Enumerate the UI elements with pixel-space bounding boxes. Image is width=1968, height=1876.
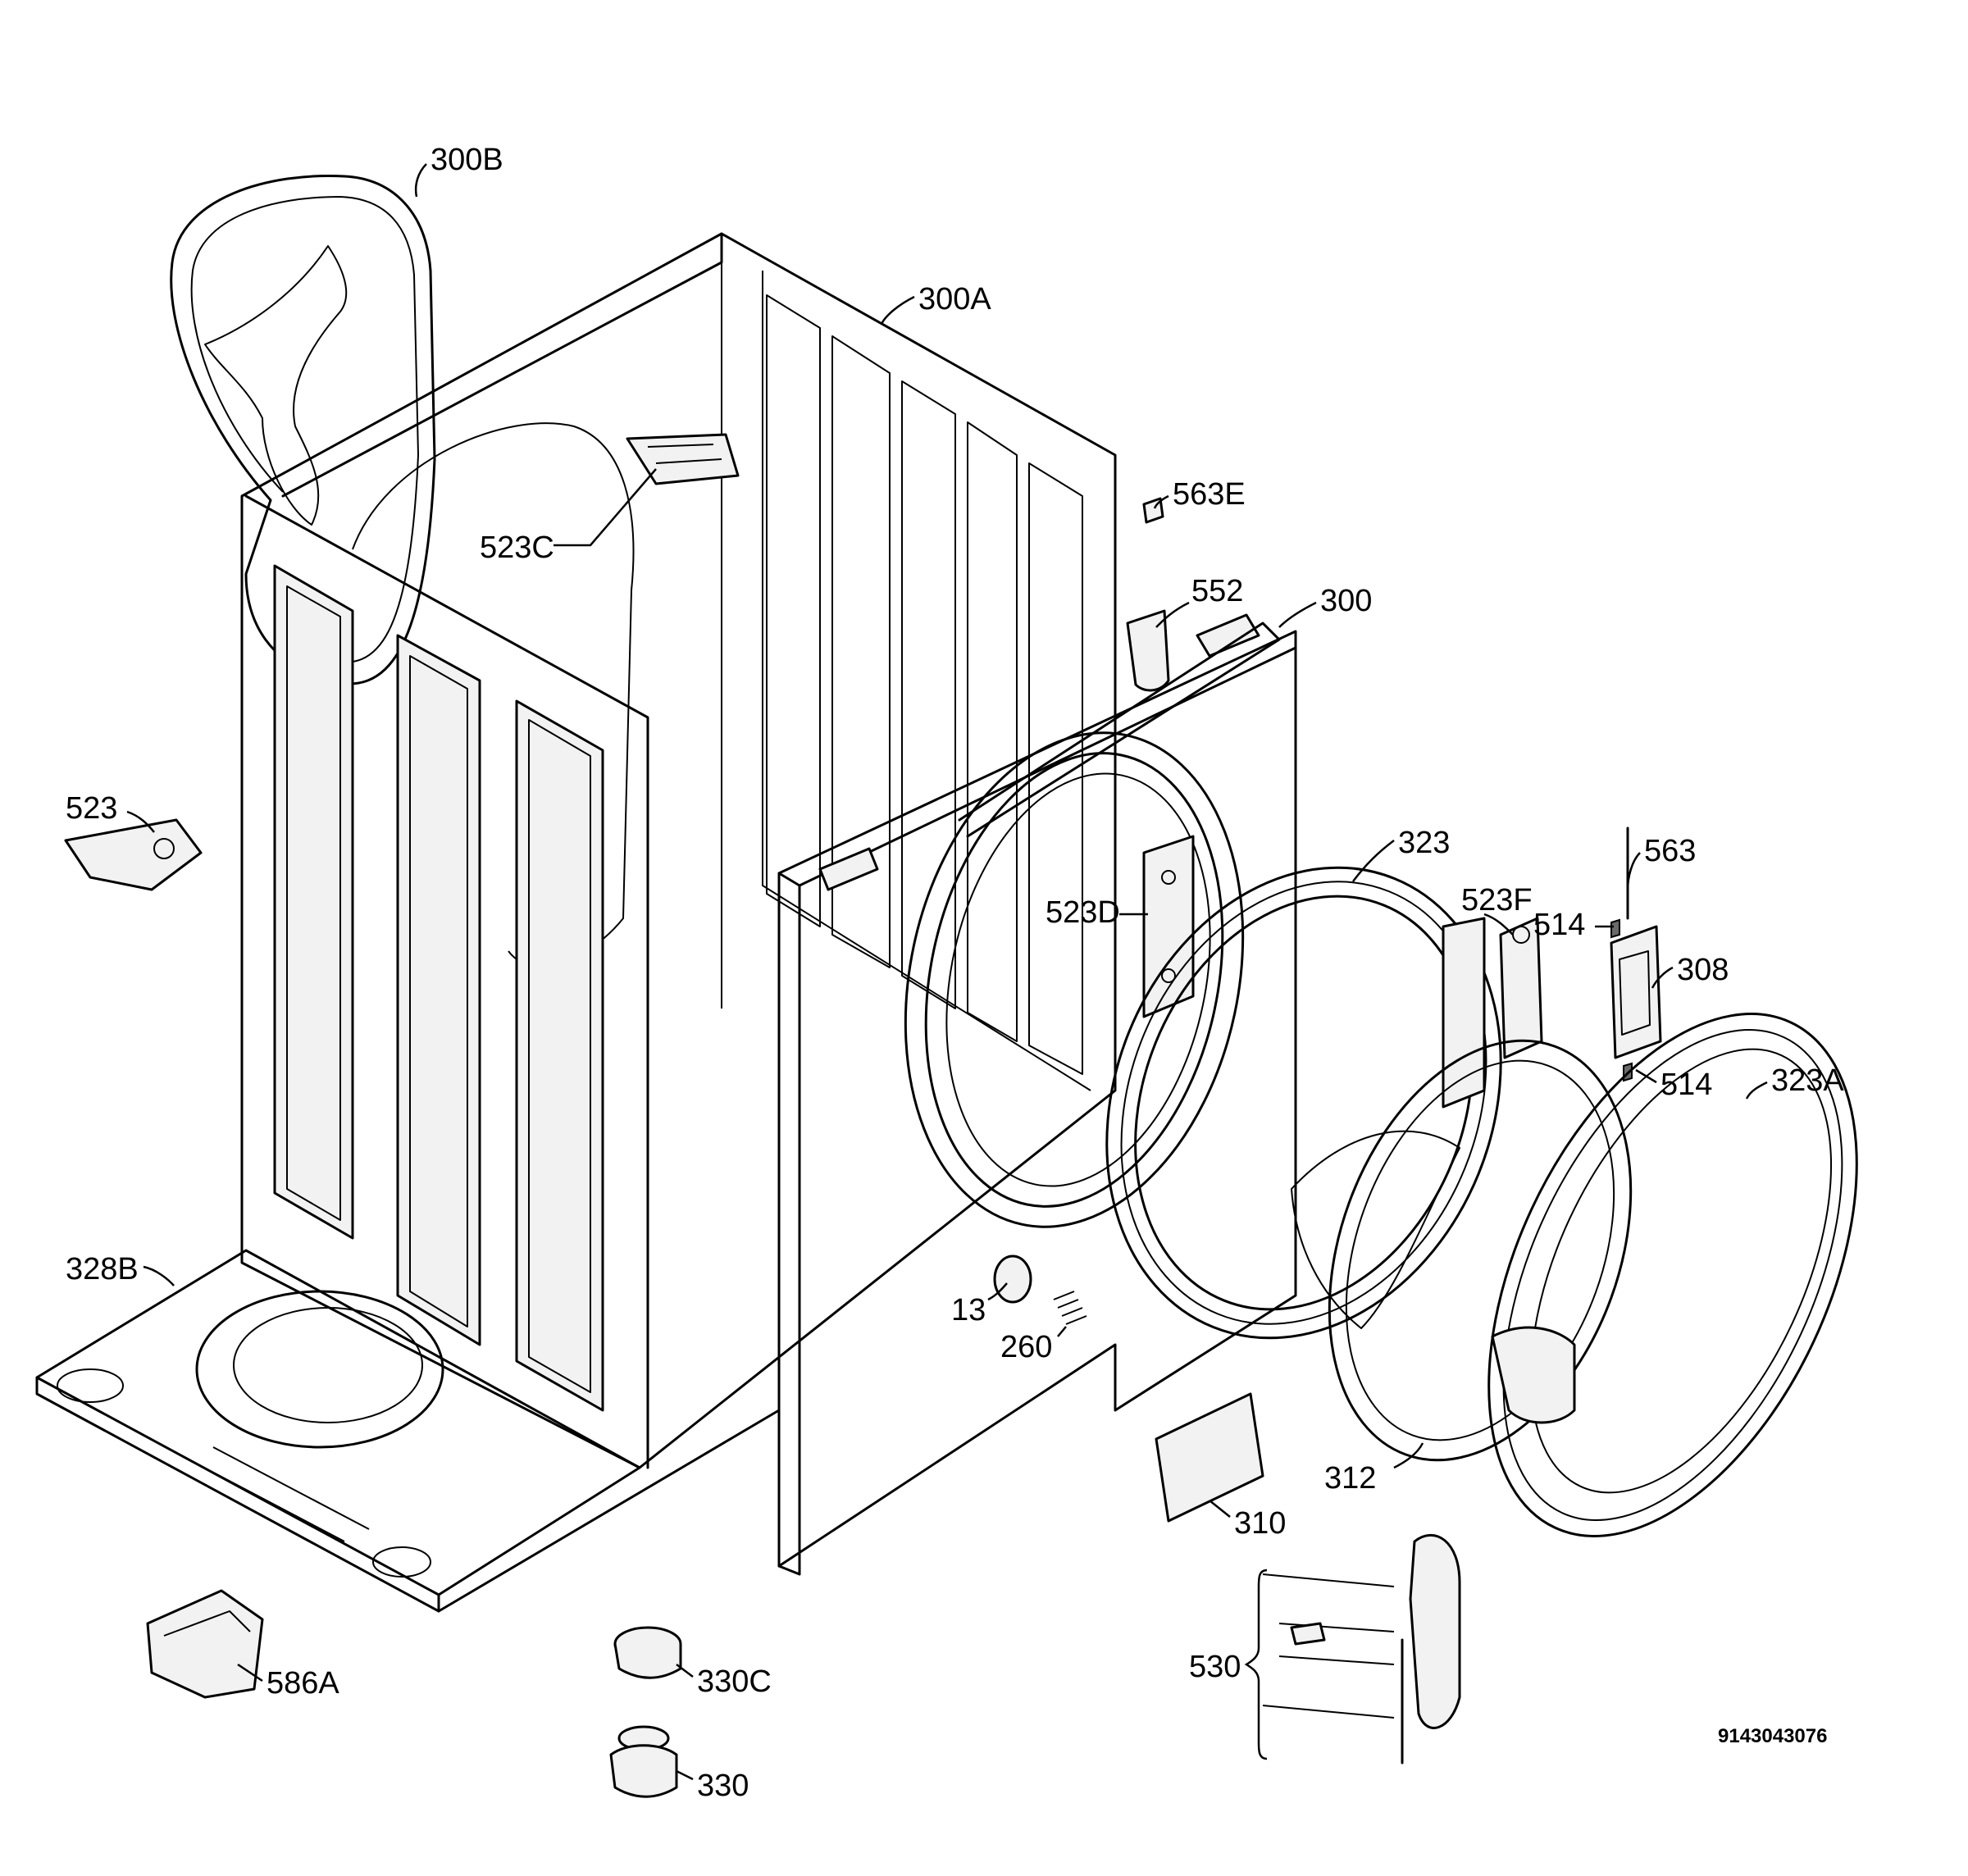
part-330C-foot-nut (613, 1626, 682, 1679)
leader-lines (126, 163, 1768, 1781)
label-310: 310 (1234, 1506, 1286, 1541)
part-300-front-panel (777, 613, 1297, 1576)
label-523F: 523F (1461, 883, 1533, 918)
label-260: 260 (1000, 1330, 1052, 1364)
label-328B: 328B (66, 1252, 139, 1286)
label-312: 312 (1324, 1461, 1376, 1496)
label-330C: 330C (697, 1664, 772, 1699)
part-310-flap (1155, 1392, 1264, 1523)
brace-530 (1244, 1569, 1268, 1760)
part-323A-outer-door (1487, 1013, 1858, 1537)
label-530: 530 (1189, 1650, 1241, 1684)
label-330: 330 (697, 1769, 749, 1803)
part-523F-hinge (1499, 917, 1543, 1059)
label-552: 552 (1191, 574, 1243, 608)
label-514-lower: 514 (1660, 1068, 1712, 1102)
part-300A-cabinet (240, 232, 1117, 1469)
part-330-foot (609, 1725, 678, 1798)
part-308-door-lock (1610, 826, 1662, 1082)
part-328B-base (35, 1249, 781, 1613)
label-523: 523 (66, 791, 117, 826)
part-523C-hinge (626, 433, 740, 485)
part-586A-foot-bracket (146, 1589, 264, 1699)
drawing-code: 9143043076 (1718, 1725, 1827, 1747)
label-300: 300 (1320, 584, 1372, 618)
part-323-door-frame (1105, 866, 1502, 1340)
part-260-spring (1053, 1291, 1087, 1325)
label-586A: 586A (266, 1666, 339, 1701)
part-523-bracket (64, 818, 203, 891)
part-552-holder (1126, 609, 1170, 692)
label-563E: 563E (1173, 477, 1246, 512)
label-323A: 323A (1771, 1063, 1844, 1098)
part-530-handle-assembly (1262, 1533, 1461, 1764)
label-323: 323 (1398, 826, 1450, 860)
label-300A: 300A (918, 282, 991, 316)
label-13: 13 (951, 1293, 986, 1327)
label-308: 308 (1677, 953, 1729, 987)
part-door-opening-ring (904, 731, 1245, 1228)
label-563: 563 (1644, 834, 1696, 868)
part-312-door-glass (1291, 1039, 1633, 1462)
label-300B: 300B (430, 143, 503, 177)
label-514-upper: 514 (1533, 908, 1585, 942)
label-523C: 523C (480, 530, 554, 565)
label-523D: 523D (1046, 895, 1120, 930)
part-13-bush (993, 1254, 1032, 1304)
